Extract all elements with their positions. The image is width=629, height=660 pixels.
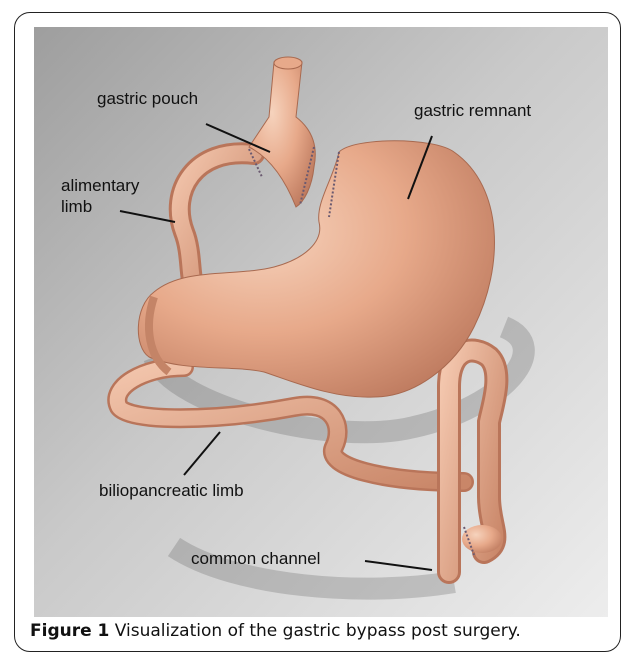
label-gastric-pouch: gastric pouch <box>97 89 198 109</box>
label-alimentary-limb-line2: limb <box>61 197 92 217</box>
figure-number: Figure 1 <box>30 621 109 641</box>
label-gastric-remnant: gastric remnant <box>414 101 531 121</box>
esophagus-opening <box>274 57 302 69</box>
figure-caption: Figure 1 Visualization of the gastric by… <box>30 621 521 641</box>
label-biliopancreatic-limb: biliopancreatic limb <box>99 481 244 501</box>
caption-text: Visualization of the gastric bypass post… <box>115 621 521 641</box>
label-alimentary-limb-line1: alimentary <box>61 176 139 196</box>
label-common-channel: common channel <box>191 549 320 569</box>
